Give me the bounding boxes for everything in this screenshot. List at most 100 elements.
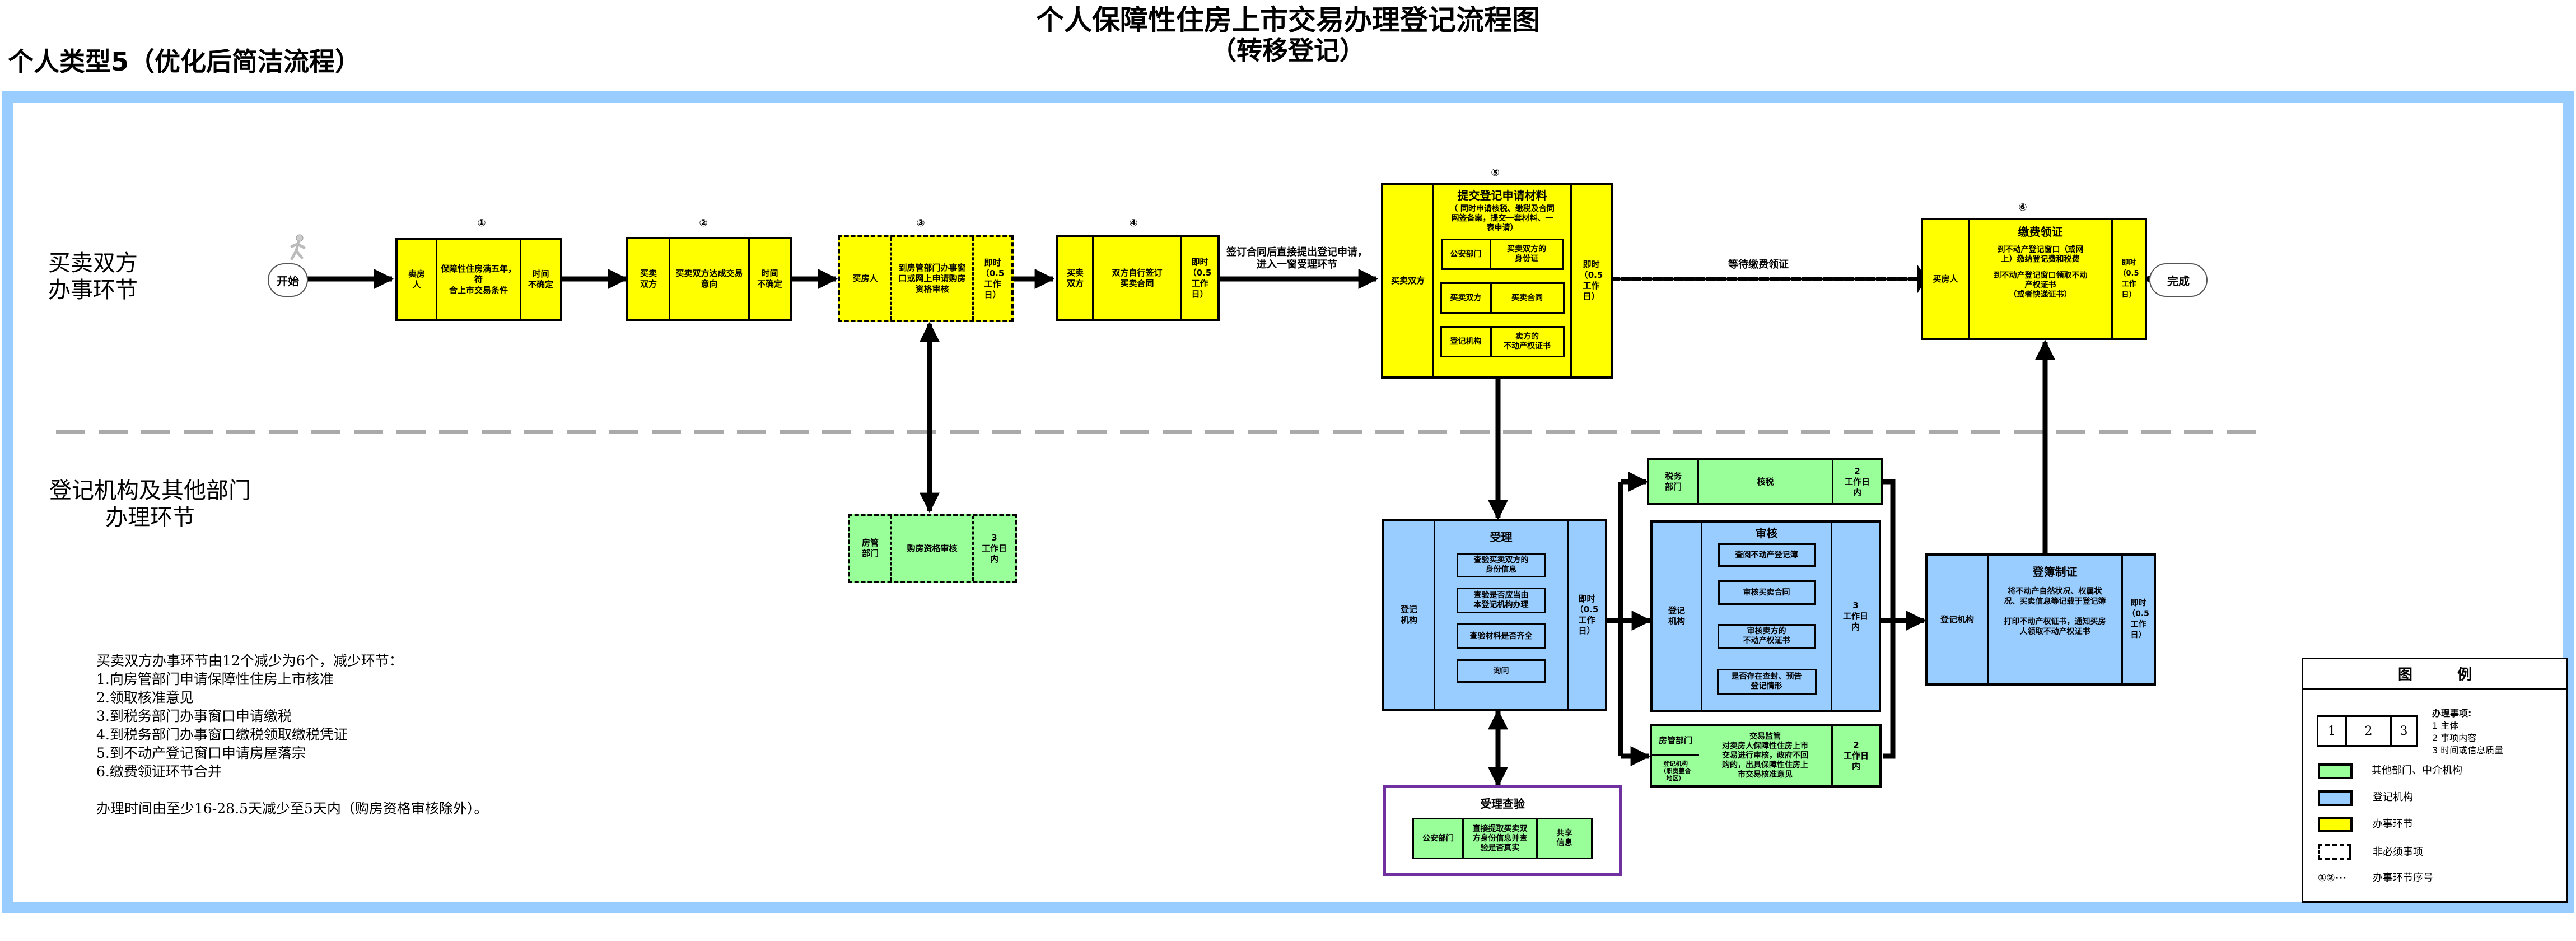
dept-content: 核税 bbox=[1697, 460, 1832, 503]
step-actor: 买房人 bbox=[852, 273, 878, 283]
dept-title: 审核 bbox=[1755, 527, 1778, 540]
notes-item: 2.领取核准意见 bbox=[96, 690, 194, 706]
dept-actor: 登记机构 bbox=[1400, 604, 1417, 625]
step-note: （ 同时申请核税、缴税及合同网签备案，提交一套材料、一表申请） bbox=[1450, 204, 1555, 232]
register-box: 登记机构 登簿制证 将不动产自然状况、权属状况、买卖信息等记载于登记簿 打印不动… bbox=[1925, 553, 2156, 686]
page-title: 个人保障性住房上市交易办理登记流程图 bbox=[1036, 4, 1540, 36]
step-content: 提交登记申请材料 （ 同时申请核税、缴税及合同网签备案，提交一套材料、一表申请）… bbox=[1432, 185, 1570, 376]
variant-title: 个人类型5（优化后简洁流程） bbox=[8, 46, 361, 77]
dept-actor: 登记机构 bbox=[1668, 605, 1685, 626]
legend-seq-symbol: ①②··· bbox=[2318, 872, 2346, 884]
check-item: 询问 bbox=[1456, 659, 1546, 683]
legend-matter: 办理事项: 1 主体 2 事项内容 3 时间或信息质量 bbox=[2432, 708, 2504, 756]
notes-item: 6.缴费领证环节合并 bbox=[96, 763, 222, 780]
legend-label-seq: 办事环节序号 bbox=[2373, 872, 2433, 884]
notes-intro: 买卖双方办事环节由12个减少为6个，减少环节： bbox=[96, 653, 403, 669]
dept-title: 受理 bbox=[1490, 530, 1513, 544]
step-actor: 买卖双方 bbox=[640, 268, 657, 289]
start-node: 开始 bbox=[268, 263, 308, 297]
dept-actor: 房管部门 登记机构（职责整合地区） bbox=[1652, 726, 1699, 785]
legend-label-yellow: 办事环节 bbox=[2373, 818, 2413, 830]
legend-label-blue: 登记机构 bbox=[2373, 791, 2413, 803]
lane-label-parties: 买卖双方 办事环节 bbox=[48, 250, 138, 304]
dept-content: 登簿制证 将不动产自然状况、权属状况、买卖信息等记载于登记簿 打印不动产权证书，… bbox=[1987, 556, 2121, 683]
step-content: 缴费领证 到不动产登记窗口（或网上）缴纳登记费和税费 到不动产登记窗口领取不动产… bbox=[1968, 220, 2111, 338]
step-content: 保障性住房满五年，符合上市交易条件 bbox=[436, 240, 520, 319]
step-actor: 买卖双方 bbox=[1390, 275, 1425, 286]
dept-content: 交易监管对卖房人保障性住房上市交易进行审核，政府不回购的，出具保障性住房上市交易… bbox=[1722, 732, 1808, 779]
step-actor: 买卖双方 bbox=[1066, 267, 1084, 288]
step-actor: 买房人 bbox=[1933, 273, 1958, 284]
legend-swatch-blue bbox=[2318, 790, 2353, 806]
review-box: 登记机构 审核 查阅不动产登记簿 审核买卖合同 审核卖方的不动产权证书 是否存在… bbox=[1650, 520, 1881, 712]
check-item: 查验材料是否齐全 bbox=[1456, 623, 1546, 649]
legend-label-dashed: 非必须事项 bbox=[2373, 846, 2423, 858]
step-title: 缴费领证 bbox=[2018, 225, 2063, 239]
dept-title: 登簿制证 bbox=[2032, 565, 2078, 579]
lane-divider bbox=[56, 430, 2268, 434]
step-number-1: ① bbox=[477, 217, 486, 229]
step-number-5: ⑤ bbox=[1491, 167, 1500, 179]
end-node: 完成 bbox=[2149, 263, 2208, 297]
dept-content: 受理 查验买卖双方的身份信息 查验是否应当由本登记机构办理 查验材料是否齐全 询… bbox=[1434, 521, 1567, 709]
notes-item: 4.到税务部门办事窗口缴税领取缴税凭证 bbox=[96, 726, 348, 743]
step-title: 提交登记申请材料 bbox=[1457, 189, 1547, 202]
legend: 图例 1 2 3 办理事项: 1 主体 2 事项内容 3 时间或信息质量 其他部… bbox=[2302, 658, 2568, 903]
step-5-box: 买卖双方 提交登记申请材料 （ 同时申请核税、缴税及合同网签备案，提交一套材料、… bbox=[1381, 183, 1613, 379]
material-row: 公安部门 买卖双方的身份证 bbox=[1440, 239, 1564, 270]
step-2-box: 买卖双方 买卖双方达成交易意向 时间不确定 bbox=[626, 237, 792, 321]
legend-sample-box: 1 2 3 bbox=[2317, 715, 2418, 747]
runner-icon bbox=[288, 234, 309, 262]
dept-actor: 房管部门 bbox=[861, 538, 879, 558]
material-row: 登记机构 卖方的不动产权证书 bbox=[1440, 326, 1565, 357]
review-item: 查阅不动产登记簿 bbox=[1718, 543, 1816, 567]
step-content: 双方自行签订买卖合同 bbox=[1092, 237, 1180, 319]
step-actor: 卖房人 bbox=[408, 269, 425, 290]
page-subtitle: （转移登记） bbox=[1211, 35, 1365, 66]
step-content: 买卖双方达成交易意向 bbox=[669, 239, 748, 319]
accept-check-title: 受理查验 bbox=[1480, 797, 1525, 810]
legend-title: 图例 bbox=[2303, 659, 2566, 690]
review-item: 审核买卖合同 bbox=[1718, 580, 1816, 605]
notes-item: 5.到不动产登记窗口申请房屋落宗 bbox=[96, 745, 306, 761]
lane-label-line: 办事环节 bbox=[48, 277, 138, 303]
step-number-3: ③ bbox=[916, 217, 925, 229]
supervision-box: 房管部门 登记机构（职责整合地区） 交易监管对卖房人保障性住房上市交易进行审核，… bbox=[1650, 724, 1882, 788]
legend-dashed-sample bbox=[2318, 844, 2351, 860]
step-6-box: 买房人 缴费领证 到不动产登记窗口（或网上）缴纳登记费和税费 到不动产登记窗口领… bbox=[1921, 218, 2147, 340]
legend-swatch-yellow bbox=[2318, 817, 2353, 832]
lane-label-line: 买卖双方 bbox=[48, 250, 138, 276]
notes-summary: 办理时间由至少16-28.5天减少至5天内（购房资格审核除外）。 bbox=[96, 800, 488, 817]
lane-label-line: 登记机构及其他部门 bbox=[49, 478, 251, 504]
step-number-2: ② bbox=[699, 217, 708, 229]
accept-check-box: 受理查验 公安部门 直接提取买卖双方身份信息并查验是否真实 共享信息 bbox=[1383, 785, 1622, 876]
dept-actor: 税务部门 bbox=[1664, 471, 1682, 492]
lane-label-departments: 登记机构及其他部门 办理环节 bbox=[49, 477, 251, 531]
step-number-6: ⑥ bbox=[2018, 202, 2027, 213]
accept-check-row: 公安部门 直接提取买卖双方身份信息并查验是否真实 共享信息 bbox=[1412, 818, 1593, 859]
check-item: 查验是否应当由本登记机构办理 bbox=[1456, 588, 1546, 613]
dept-content: 审核 查阅不动产登记簿 审核买卖合同 审核卖方的不动产权证书 是否存在查封、预告… bbox=[1701, 523, 1831, 710]
step-time: 时间不确定 bbox=[748, 239, 790, 319]
optimization-notes: 买卖双方办事环节由12个减少为6个，减少环节： 1.向房管部门申请保障性住房上市… bbox=[96, 651, 488, 818]
edge-label-direct-apply: 签订合同后直接提出登记申请， 进入一窗受理环节 bbox=[1226, 246, 1368, 271]
notes-item: 3.到税务部门办事窗口申请缴税 bbox=[96, 708, 292, 724]
accept-box: 登记机构 受理 查验买卖双方的身份信息 查验是否应当由本登记机构办理 查验材料是… bbox=[1382, 519, 1607, 711]
dept-content: 购房资格审核 bbox=[890, 516, 972, 581]
dept-actor: 登记机构 bbox=[1940, 614, 1974, 625]
step-1-box: 卖房人 保障性住房满五年，符合上市交易条件 时间不确定 bbox=[395, 238, 562, 321]
legend-label-green: 其他部门、中介机构 bbox=[2372, 765, 2462, 776]
